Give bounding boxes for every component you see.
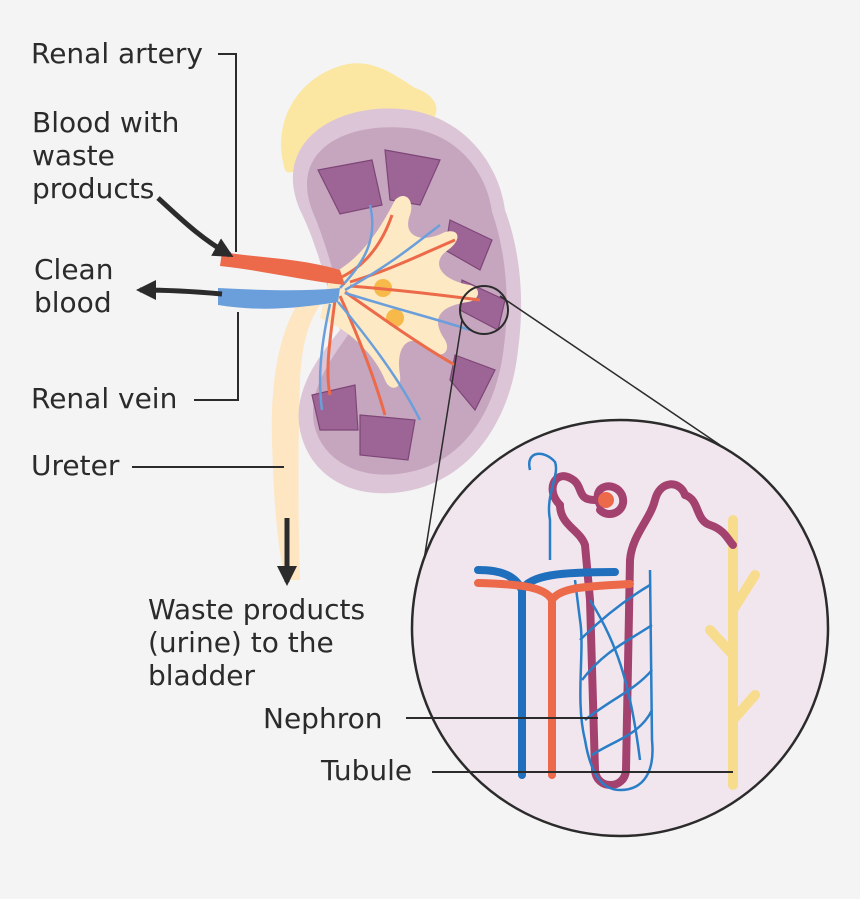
renal-artery xyxy=(220,252,345,285)
zoom-source-circle xyxy=(459,285,509,335)
renal-vein-leader xyxy=(194,312,239,401)
label-clean-blood-line-2: blood xyxy=(34,286,112,319)
label-nephron: Nephron xyxy=(263,702,383,735)
label-ureter: Ureter xyxy=(31,449,120,482)
label-clean-blood-line-1: Clean xyxy=(34,253,114,286)
label-blood-with-waste-line-1: Blood with xyxy=(32,106,180,139)
label-clean-blood: Clean blood xyxy=(34,253,113,319)
pelvis-spot-2 xyxy=(386,309,404,327)
glomerulus xyxy=(598,492,614,508)
label-waste-to-bladder-line-3: bladder xyxy=(148,659,255,692)
label-blood-with-waste-line-3: products xyxy=(32,172,155,205)
label-tubule: Tubule xyxy=(321,754,413,787)
zoom-line-1 xyxy=(423,319,463,561)
label-waste-to-bladder-line-1: Waste products xyxy=(148,593,366,626)
label-renal-artery: Renal artery xyxy=(31,37,203,70)
internal-arteries xyxy=(326,214,481,416)
label-blood-with-waste-line-2: waste xyxy=(32,139,115,172)
nephron-inset xyxy=(410,418,830,838)
renal-vein xyxy=(218,288,340,309)
internal-veins xyxy=(318,204,471,421)
renal-artery-leader xyxy=(218,53,237,252)
label-waste-to-bladder: Waste products (urine) to the bladder xyxy=(148,593,365,692)
ureter xyxy=(271,300,320,580)
clean-blood-arrow xyxy=(136,280,223,301)
zoom-line-2 xyxy=(499,295,721,446)
collecting-duct xyxy=(705,515,760,790)
waste-in-arrow xyxy=(156,196,234,258)
inset-artery xyxy=(474,579,634,779)
nephron-tubule xyxy=(548,472,737,789)
label-blood-with-waste: Blood with waste products xyxy=(32,106,179,205)
label-renal-vein: Renal vein xyxy=(31,382,178,415)
label-waste-to-bladder-line-2: (urine) to the xyxy=(148,626,334,659)
capillary-network xyxy=(527,452,654,792)
